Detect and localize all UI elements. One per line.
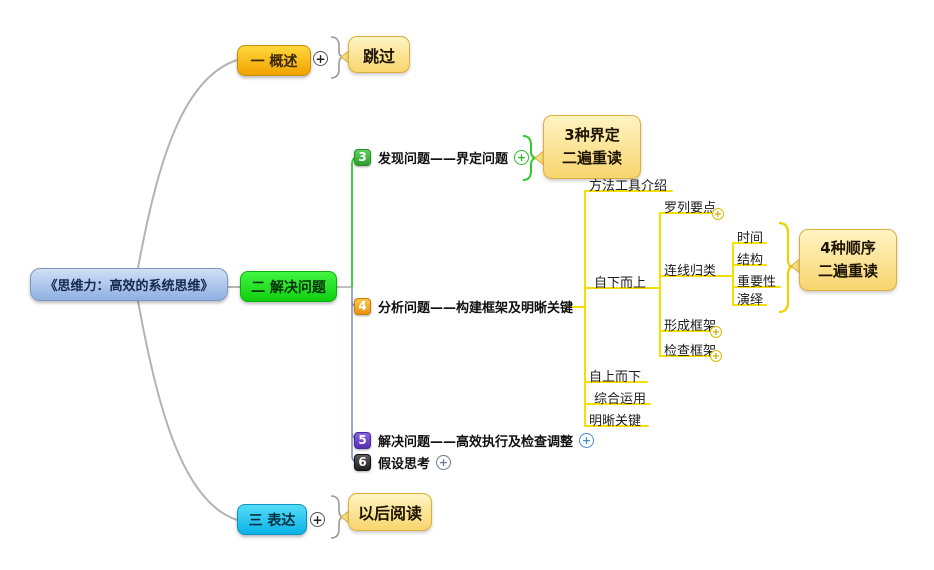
brace-express-summary (330, 495, 345, 539)
branch-overview-label: 一 概述 (250, 53, 298, 70)
expand-icon-form-frame[interactable]: + (710, 326, 722, 338)
subtopic-combine[interactable]: 综合运用 (594, 392, 647, 407)
summary-callout-skip[interactable]: 跳过 (348, 36, 410, 73)
expand-icon-solve[interactable]: + (579, 432, 595, 448)
summary-callout-define[interactable]: 3种界定 二遍重读 (543, 115, 641, 179)
branch-overview[interactable]: 一 概述 (237, 45, 311, 76)
root-topic-label: 《思维力：高效的系统思维》 (44, 279, 214, 294)
subtopic-list-points[interactable]: 罗列要点 (664, 201, 717, 216)
plus-glyph: + (312, 512, 323, 527)
subtopic-structure[interactable]: 结构 (737, 253, 764, 268)
root-topic[interactable]: 《思维力：高效的系统思维》 (30, 268, 228, 301)
order-callout-line1: 4种顺序 (820, 239, 876, 257)
define-callout-line1: 3种界定 (564, 126, 620, 144)
topic-analyze-label: 分析问题——构建框架及明晰关键 (378, 300, 574, 316)
expand-icon-express[interactable]: + (310, 512, 325, 527)
topic-solve-label: 解决问题——高效执行及检查调整 (378, 434, 574, 450)
subtopic-importance[interactable]: 重要性 (737, 275, 777, 290)
define-callout-line2: 二遍重读 (561, 149, 622, 167)
subtopic-connect-group[interactable]: 连线归类 (664, 264, 717, 279)
badge-6-icon: 6 (354, 453, 371, 471)
subtopic-clarify[interactable]: 明晰关键 (589, 414, 642, 429)
topic-hypothesis[interactable]: 6 假设思考 + (354, 453, 452, 472)
topic-discover-label: 发现问题——界定问题 (378, 151, 509, 167)
topic-hypothesis-label: 假设思考 (378, 456, 431, 472)
badge-3-icon: 3 (354, 148, 371, 166)
subtopic-deduction[interactable]: 演绎 (737, 293, 764, 308)
subtopic-top-down[interactable]: 自上而下 (589, 370, 642, 385)
expand-icon-check-frame[interactable]: + (710, 350, 722, 362)
expand-icon-overview[interactable]: + (313, 51, 328, 66)
subtopic-check-frame[interactable]: 检查框架 (664, 344, 717, 359)
subtopic-method-intro[interactable]: 方法工具介绍 (589, 179, 668, 194)
summary-callout-later[interactable]: 以后阅读 (348, 493, 432, 531)
order-callout-line2: 二遍重读 (817, 262, 878, 280)
later-callout-label: 以后阅读 (357, 504, 422, 523)
expand-icon-hypothesis[interactable]: + (436, 454, 452, 470)
summary-skip-label: 跳过 (362, 46, 395, 66)
branch-solve-label: 二 解决问题 (251, 279, 326, 296)
branch-express[interactable]: 三 表达 (237, 504, 307, 535)
brace-overview-summary (330, 36, 345, 79)
subtopic-time[interactable]: 时间 (737, 231, 764, 246)
badge-4-icon: 4 (354, 297, 371, 315)
expand-icon-discover[interactable]: + (514, 149, 530, 165)
topic-analyze-problem[interactable]: 4 分析问题——构建框架及明晰关键 (354, 297, 574, 316)
topic-discover-problem[interactable]: 3 发现问题——界定问题 + (354, 148, 530, 167)
branch-solve[interactable]: 二 解决问题 (240, 271, 337, 302)
plus-glyph: + (711, 350, 721, 362)
brace-order-summary (778, 221, 794, 314)
topic-solve-problem[interactable]: 5 解决问题——高效执行及检查调整 + (354, 431, 595, 450)
connector-root-express (137, 300, 238, 521)
badge-5-icon: 5 (354, 431, 371, 449)
plus-glyph: + (713, 208, 723, 220)
trunk-green (351, 156, 358, 287)
plus-glyph: + (581, 433, 592, 447)
subtopic-bottom-up[interactable]: 自下而上 (594, 276, 647, 291)
branch-express-label: 三 表达 (248, 512, 296, 529)
plus-glyph: + (438, 455, 449, 469)
expand-icon-list-points[interactable]: + (712, 208, 724, 220)
summary-callout-order[interactable]: 4种顺序 二遍重读 (799, 229, 897, 291)
plus-glyph: + (711, 326, 721, 338)
subtopic-form-frame[interactable]: 形成框架 (664, 319, 717, 334)
plus-glyph: + (315, 51, 326, 66)
plus-glyph: + (516, 150, 527, 164)
connector-root-overview (137, 59, 238, 269)
